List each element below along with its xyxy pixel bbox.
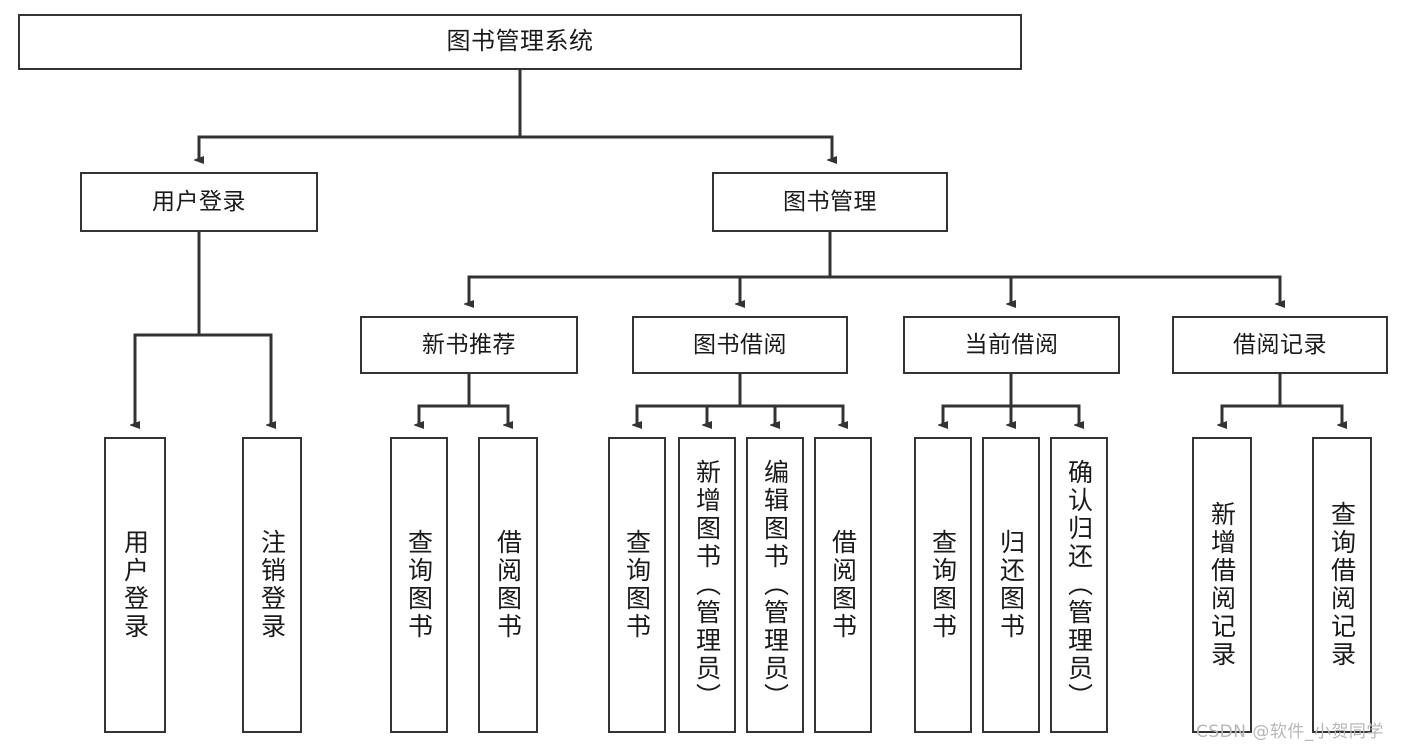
node-user-login[interactable]: 用户登录 [80,172,318,232]
node-book-management-label: 图书管理 [783,188,877,215]
leaf-user-login-label: 用户登录 [120,529,150,641]
node-book-borrow[interactable]: 图书借阅 [632,316,848,374]
node-borrow-record-label: 借阅记录 [1233,331,1327,358]
leaf-confirm-return[interactable]: 确认归还（管理员） [1050,437,1108,733]
leaf-add-book[interactable]: 新增图书（管理员） [678,437,736,733]
leaf-query-record-label: 查询借阅记录 [1327,501,1357,669]
watermark: CSDN @软件_小贺同学 [1196,722,1384,742]
leaf-borrow-book-2[interactable]: 借阅图书 [814,437,872,733]
node-current-borrow-label: 当前借阅 [964,331,1059,358]
leaf-add-record[interactable]: 新增借阅记录 [1192,437,1252,733]
leaf-borrow-book-2-label: 借阅图书 [828,529,858,641]
leaf-borrow-book-1[interactable]: 借阅图书 [478,437,538,733]
leaf-return-book-label: 归还图书 [996,529,1026,641]
leaf-query-book-3-label: 查询图书 [928,529,958,641]
leaf-add-record-label: 新增借阅记录 [1207,501,1237,669]
leaf-confirm-return-label: 确认归还（管理员） [1064,459,1094,711]
node-new-book-recommend-label: 新书推荐 [422,331,516,358]
leaf-add-book-label: 新增图书（管理员） [692,459,722,711]
node-user-login-label: 用户登录 [152,188,246,215]
node-book-management[interactable]: 图书管理 [712,172,948,232]
leaf-logout-label: 注销登录 [257,529,287,641]
node-current-borrow[interactable]: 当前借阅 [903,316,1120,374]
leaf-logout[interactable]: 注销登录 [242,437,302,733]
leaf-query-book-2-label: 查询图书 [622,529,652,641]
leaf-query-record[interactable]: 查询借阅记录 [1312,437,1372,733]
node-root[interactable]: 图书管理系统 [18,14,1022,70]
leaf-query-book-2[interactable]: 查询图书 [608,437,666,733]
leaf-edit-book-label: 编辑图书（管理员） [760,459,790,711]
leaf-edit-book[interactable]: 编辑图书（管理员） [746,437,804,733]
leaf-return-book[interactable]: 归还图书 [982,437,1040,733]
leaf-borrow-book-1-label: 借阅图书 [493,529,523,641]
leaf-user-login[interactable]: 用户登录 [104,437,166,733]
node-new-book-recommend[interactable]: 新书推荐 [360,316,578,374]
leaf-query-book-1[interactable]: 查询图书 [390,437,448,733]
leaf-query-book-3[interactable]: 查询图书 [914,437,972,733]
leaf-query-book-1-label: 查询图书 [404,529,434,641]
node-borrow-record[interactable]: 借阅记录 [1172,316,1388,374]
node-root-label: 图书管理系统 [446,27,594,56]
node-book-borrow-label: 图书借阅 [693,331,787,358]
